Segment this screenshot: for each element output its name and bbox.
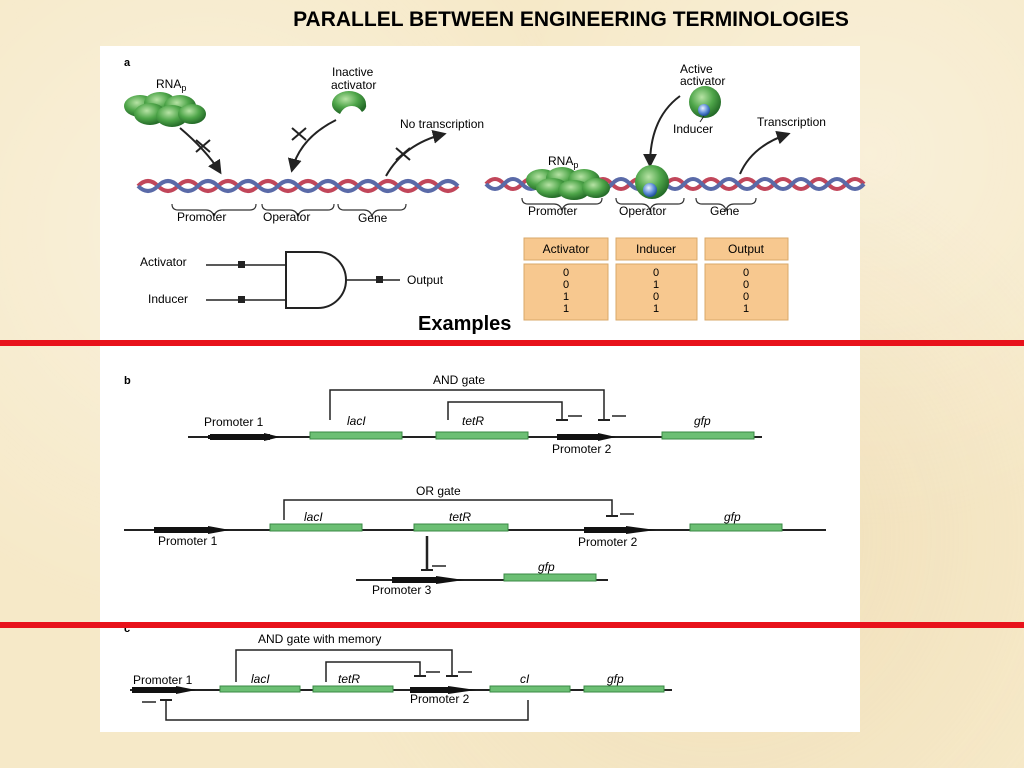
gene-box-gfp: [661, 431, 755, 440]
table-cell: 1: [563, 303, 569, 315]
panel-b-letter: b: [124, 375, 131, 387]
bound-rna-polymerase-icon: [526, 167, 610, 200]
left-gene-label: Gene: [358, 211, 388, 225]
no-transcription-label: No transcription: [400, 117, 484, 131]
activator-binding-arrow: [643, 95, 681, 168]
table-cell: 1: [743, 303, 749, 315]
or-lower-gene-gfp: gfp: [538, 560, 555, 574]
transcription-blocked-arrow: [385, 129, 447, 177]
figure-panel: [100, 46, 860, 732]
or-promoter3-arrow-icon: [436, 576, 464, 584]
inducer-molecule-icon: [698, 104, 710, 116]
and-gene-laci: lacI: [347, 414, 366, 428]
and-gene-gfp: gfp: [694, 414, 711, 428]
table-cell: 1: [563, 291, 569, 303]
table-cell: 1: [653, 303, 659, 315]
table-cell: 0: [563, 267, 569, 279]
memory-gene-gfp: gfp: [607, 672, 624, 686]
table-header-activator: Activator: [543, 242, 590, 256]
table-cell: 1: [653, 279, 659, 291]
gene-box-laci: [309, 431, 403, 440]
or-gene-laci: lacI: [304, 510, 323, 524]
active-activator-label-1: Active: [680, 62, 713, 76]
table-cell: 0: [743, 267, 749, 279]
inactive-activator-label-1: Inactive: [332, 65, 374, 79]
or-promoter3-label: Promoter 3: [372, 583, 432, 597]
memory-gene-ci: cI: [520, 672, 530, 686]
transcription-label: Transcription: [757, 115, 826, 129]
block-cross-icon: [395, 147, 411, 161]
blocked-arrow-rnap: [179, 127, 222, 175]
rnap-bound-label: RNAp: [548, 154, 578, 170]
block-cross-icon: [291, 127, 307, 141]
and-gate-label: AND gate: [433, 373, 485, 387]
panel-c-letter: c: [124, 623, 130, 635]
memory-gene-box-laci: [219, 685, 301, 693]
panel-a-letter: a: [124, 57, 131, 69]
memory-gene-tetr: tetR: [338, 672, 360, 686]
or-gene-box-gfp: [689, 523, 783, 532]
table-header-inducer: Inducer: [636, 242, 676, 256]
inducer-label: Inducer: [673, 122, 713, 136]
or-gene-tetr: tetR: [449, 510, 471, 524]
gene-box-tetr: [435, 431, 529, 440]
table-cell: 0: [563, 279, 569, 291]
or-promoter2-arrow-icon: [626, 526, 656, 534]
blocked-arrow-activator: [287, 119, 337, 173]
or-promoter1-label: Promoter 1: [158, 534, 218, 548]
or-promoter2-label: Promoter 2: [578, 535, 638, 549]
examples-heading: Examples: [418, 313, 512, 335]
or-gene-gfp: gfp: [724, 510, 741, 524]
or-gene-box-laci: [269, 523, 363, 532]
bound-inducer-icon: [643, 183, 657, 197]
memory-promoter2-arrow-icon: [448, 686, 476, 694]
rna-polymerase-icon: [124, 92, 206, 127]
right-gene-label: Gene: [710, 204, 740, 218]
and-promoter1-label: Promoter 1: [204, 415, 264, 429]
memory-promoter2-label: Promoter 2: [410, 692, 470, 706]
active-activator-icon: [689, 86, 721, 118]
memory-gene-laci: lacI: [251, 672, 270, 686]
table-cell: 0: [653, 267, 659, 279]
dna-helix-left: [136, 179, 460, 193]
table-header-output: Output: [728, 242, 765, 256]
inactive-activator-label-2: activator: [331, 78, 376, 92]
red-divider-bottom: [0, 622, 1024, 628]
promoter2-arrow-icon: [598, 433, 616, 441]
block-cross-icon: [195, 139, 211, 153]
table-cell: 0: [743, 291, 749, 303]
or-gene-box-tetr: [413, 523, 509, 532]
red-divider-top: [0, 340, 1024, 346]
active-activator-label-2: activator: [680, 74, 725, 88]
and-promoter2-label: Promoter 2: [552, 442, 612, 456]
right-operator-label: Operator: [619, 204, 666, 218]
transcription-arrow: [739, 130, 791, 175]
gate-input-activator-label: Activator: [140, 255, 187, 269]
right-promoter-label: Promoter: [528, 204, 577, 218]
or-gene-box-gfp-lower: [503, 573, 597, 582]
gate-input-inducer-label: Inducer: [148, 292, 188, 306]
gate-output-label: Output: [407, 273, 444, 287]
inactive-activator-icon: [332, 91, 367, 114]
rnap-label: RNAp: [156, 77, 186, 93]
slide-title: PARALLEL BETWEEN ENGINEERING TERMINOLOGI…: [293, 8, 849, 31]
truth-table: Activator Inducer Output 0 0 1 1 0 1 0 1…: [523, 237, 789, 321]
memory-gene-box-tetr: [312, 685, 394, 693]
memory-gene-box-gfp: [583, 685, 665, 693]
table-cell: 0: [653, 291, 659, 303]
memory-gene-box-ci: [489, 685, 571, 693]
memory-promoter1-arrow-icon: [176, 686, 196, 694]
and-gene-tetr: tetR: [462, 414, 484, 428]
or-gate-label: OR gate: [416, 484, 461, 498]
and-memory-label: AND gate with memory: [258, 632, 381, 646]
left-operator-label: Operator: [263, 210, 310, 224]
memory-promoter1-label: Promoter 1: [133, 673, 193, 687]
table-cell: 0: [743, 279, 749, 291]
left-promoter-label: Promoter: [177, 210, 226, 224]
and-gate-symbol: [285, 251, 347, 309]
or-promoter1-arrow-icon: [208, 526, 230, 534]
